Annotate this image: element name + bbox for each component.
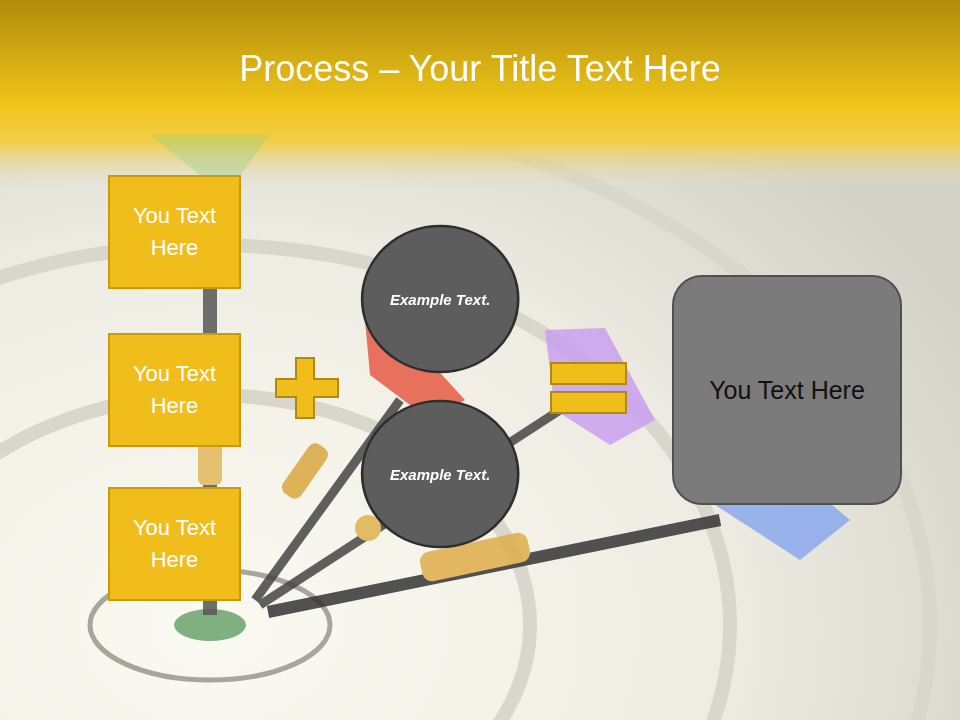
board-rings: [0, 105, 930, 720]
process-box: You Text Here: [108, 487, 241, 601]
text-group: Example Text.: [380, 457, 500, 492]
node-text: Example Text.: [380, 457, 500, 492]
slide-title: Process – Your Title Text Here: [0, 48, 960, 90]
text-group: You Text Here: [699, 368, 875, 412]
process-box: You Text Here: [108, 333, 241, 447]
node-text: You Text Here: [110, 352, 239, 428]
plus-symbol: [276, 358, 338, 418]
node-text: You Text Here: [110, 506, 239, 582]
process-box: You Text Here: [108, 175, 241, 289]
result-box: You Text Here: [672, 275, 902, 505]
title-band: [0, 0, 960, 190]
equals-symbol: [551, 363, 626, 413]
example-circle: Example Text.: [360, 399, 520, 549]
node-text: You Text Here: [699, 368, 875, 412]
example-circle: Example Text.: [360, 224, 520, 374]
text-group: You Text Here: [110, 506, 239, 582]
node-text: Example Text.: [380, 282, 500, 317]
text-group: You Text Here: [110, 194, 239, 270]
node-text: You Text Here: [110, 194, 239, 270]
text-group: You Text Here: [110, 352, 239, 428]
text-group: Example Text.: [380, 282, 500, 317]
